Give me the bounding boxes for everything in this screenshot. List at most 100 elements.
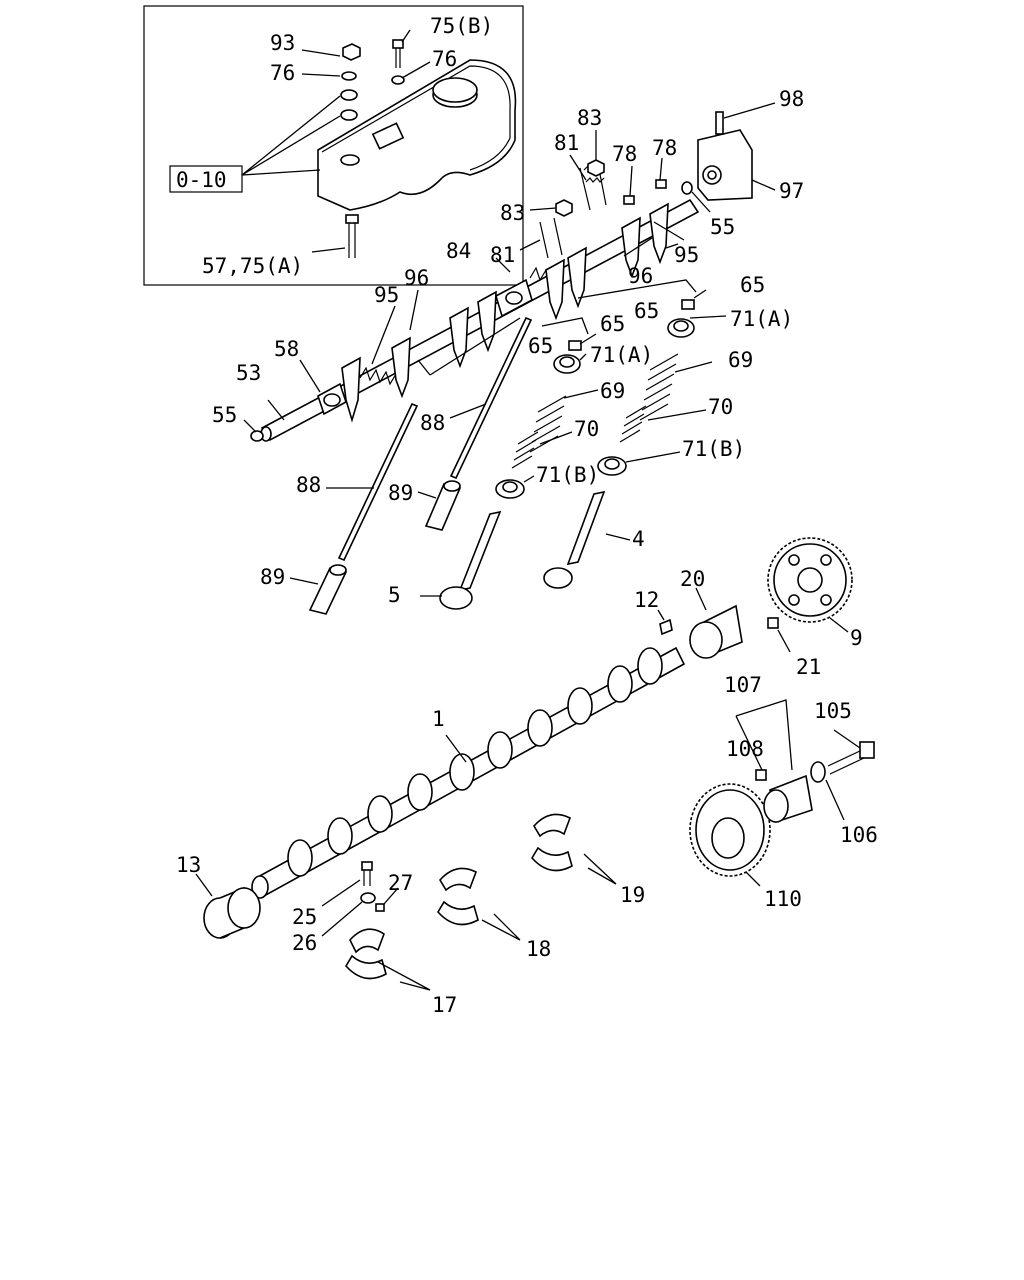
spring-70-left	[511, 431, 539, 469]
bearing-18-upper	[439, 867, 478, 892]
spring-70-right	[619, 405, 647, 443]
callout-71b: 71(B)	[682, 437, 745, 461]
callout-55: 55	[212, 403, 237, 427]
callout-76: 76	[432, 47, 457, 71]
callout-1: 1	[432, 707, 445, 731]
rocker-cover	[317, 59, 517, 211]
grommet-upper	[340, 89, 358, 101]
washer-76-left	[341, 71, 357, 81]
callout-96: 96	[404, 266, 429, 290]
callout-55: 55	[710, 215, 735, 239]
valve-4-head	[543, 567, 573, 589]
callout-78: 78	[612, 142, 637, 166]
callout-84: 84	[446, 239, 471, 263]
callout-25: 25	[292, 905, 317, 929]
callout-83: 83	[577, 106, 602, 130]
callout-71a: 71(A)	[590, 343, 653, 367]
pushrod-88-right	[449, 316, 533, 480]
callout-71a: 71(A)	[730, 307, 793, 331]
reference-box	[169, 165, 243, 193]
washer-26	[360, 892, 376, 904]
callout-78: 78	[652, 136, 677, 160]
spring-69-right	[639, 353, 679, 421]
pushrod-88-left	[337, 402, 419, 562]
valve-5-head	[439, 586, 473, 610]
callout-65: 65	[528, 334, 553, 358]
callout-21: 21	[796, 655, 821, 679]
callout-108: 108	[726, 737, 764, 761]
callout-70: 70	[708, 395, 733, 419]
rocker-arm-95-b	[449, 306, 469, 369]
callout-83: 83	[500, 201, 525, 225]
callout-9: 9	[850, 626, 863, 650]
callout-12: 12	[634, 588, 659, 612]
bearing-17-lower	[345, 954, 387, 980]
callout-65: 65	[600, 312, 625, 336]
idler-gear-110	[689, 783, 771, 877]
callout-65: 65	[634, 299, 659, 323]
cotter-65-right	[681, 299, 695, 310]
callout-53: 53	[236, 361, 261, 385]
spring-69-left	[529, 395, 567, 453]
nut-93	[342, 43, 361, 61]
bolt-105-shank	[827, 749, 865, 775]
callout-89: 89	[388, 481, 413, 505]
callout-13: 13	[176, 853, 201, 877]
screw-27	[375, 903, 385, 912]
valve-train: 65 65 65 65 71(A) 71(A) 69 69 70 70 71(B…	[388, 273, 793, 610]
callout-106: 106	[840, 823, 878, 847]
plug-55-left	[250, 430, 264, 442]
valve-4-stem	[566, 490, 606, 566]
reference-box-label: 0-10	[176, 168, 227, 192]
callout-4: 4	[632, 527, 645, 551]
callout-89: 89	[260, 565, 285, 589]
pin-98	[715, 111, 724, 135]
rocker-arm-95-c	[545, 258, 565, 321]
callout-70: 70	[574, 417, 599, 441]
callout-5: 5	[388, 583, 401, 607]
callout-97: 97	[779, 179, 804, 203]
callout-93: 93	[270, 31, 295, 55]
rocker-arm-96-d	[649, 202, 669, 265]
callout-81: 81	[490, 243, 515, 267]
callout-18: 18	[526, 937, 551, 961]
callout-26: 26	[292, 931, 317, 955]
callout-95: 95	[374, 283, 399, 307]
washer-76-right	[391, 75, 405, 85]
pushrods-tappets: 88 88 89 89	[260, 316, 533, 615]
inset-detail: 0-10 93 76 75(B) 76 57,75(A)	[143, 5, 524, 286]
plug-55-right	[681, 181, 693, 195]
cotter-65-left	[568, 340, 582, 351]
camshaft-assembly: 20 12 9 21 1 107 105 108 106 110 13 25 2…	[176, 537, 878, 1017]
callout-75b: 75(B)	[430, 14, 493, 38]
bearing-19-upper	[533, 813, 572, 838]
grommet-lower	[340, 109, 358, 121]
valve-5-stem	[458, 510, 502, 592]
callout-76: 76	[270, 61, 295, 85]
key-12	[659, 618, 673, 636]
callout-71b: 71(B)	[536, 463, 599, 487]
bearing-18-lower	[437, 900, 479, 926]
callout-19: 19	[620, 883, 645, 907]
callout-58: 58	[274, 337, 299, 361]
bracket-97	[697, 129, 753, 201]
rocker-arm-96-a	[391, 336, 411, 399]
bolt-75b-head	[392, 39, 404, 49]
bolt-21	[767, 617, 779, 629]
callout-69: 69	[728, 348, 753, 372]
callout-98: 98	[779, 87, 804, 111]
rocker-shaft-assembly: 83 81 83 81 78 78 98 97 55 84 96 95 95 9…	[212, 87, 804, 442]
callout-57-75a: 57,75(A)	[202, 254, 303, 278]
callout-65: 65	[740, 273, 765, 297]
nut-83-upper	[587, 159, 605, 177]
pin-108	[755, 769, 767, 781]
callout-69: 69	[600, 379, 625, 403]
cover-boss	[371, 122, 405, 150]
callout-95: 95	[674, 243, 699, 267]
callout-107: 107	[724, 673, 762, 697]
callout-110: 110	[764, 887, 802, 911]
callout-81: 81	[554, 131, 579, 155]
callout-17: 17	[432, 993, 457, 1017]
